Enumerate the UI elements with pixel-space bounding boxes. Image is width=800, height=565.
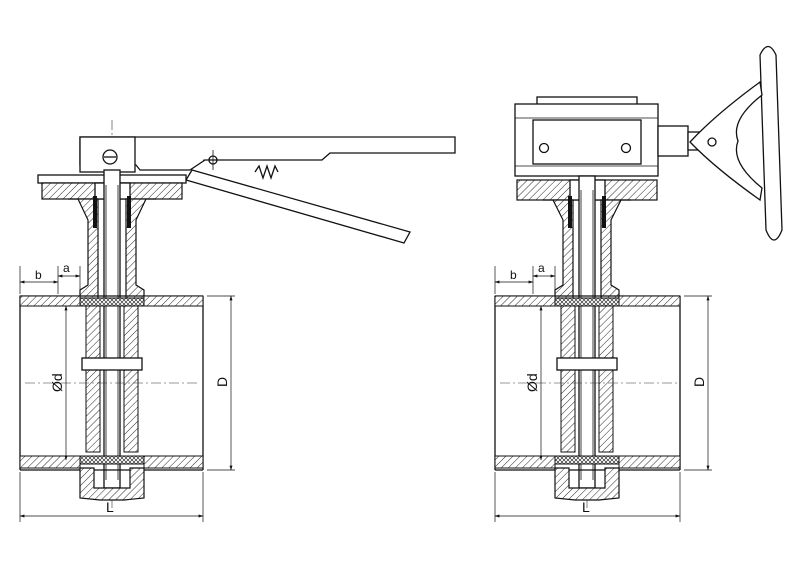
pipe-body-outline <box>19 295 204 471</box>
gear-operated-valve-view: Ød D L b a <box>494 45 783 522</box>
gear-input-shaft <box>657 125 689 157</box>
lever-handle <box>79 136 456 244</box>
valve-disc-right <box>560 305 576 453</box>
dim-label-L-right: L <box>582 499 590 515</box>
dim-label-d-right: Ød <box>524 373 540 392</box>
dim-label-a: a <box>63 261 70 275</box>
handwheel <box>689 45 783 241</box>
dim-label-L: L <box>106 499 114 515</box>
dim-label-d: Ød <box>49 373 65 392</box>
dim-label-D: D <box>214 377 230 387</box>
valve-disc <box>85 305 101 453</box>
dim-label-D-right: D <box>691 377 707 387</box>
dim-label-b: b <box>35 268 42 282</box>
pipe-body-outline-right <box>494 295 681 471</box>
lever-operated-valve-view: Ød D L b a <box>19 120 456 522</box>
gearbox <box>514 96 659 177</box>
bottom-boss <box>79 467 145 501</box>
dim-label-a-right: a <box>538 261 545 275</box>
dim-label-b-right: b <box>510 268 517 282</box>
